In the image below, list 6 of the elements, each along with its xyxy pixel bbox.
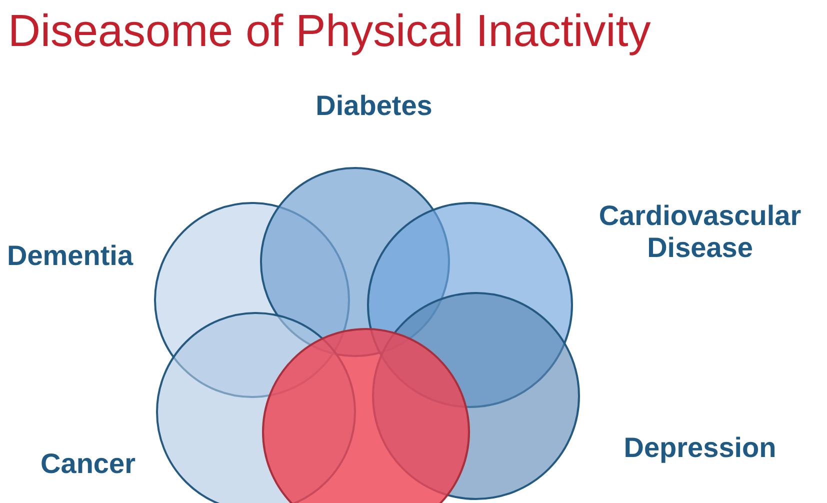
circle-label: Cardiovascular Disease [598, 200, 802, 264]
circle-label: Depression [622, 432, 778, 464]
circle-label: Diabetes [314, 90, 434, 122]
circle-label: Dementia [6, 240, 134, 272]
title: Diseasome of Physical Inactivity [8, 6, 651, 56]
circle-label: Cancer [40, 448, 136, 480]
